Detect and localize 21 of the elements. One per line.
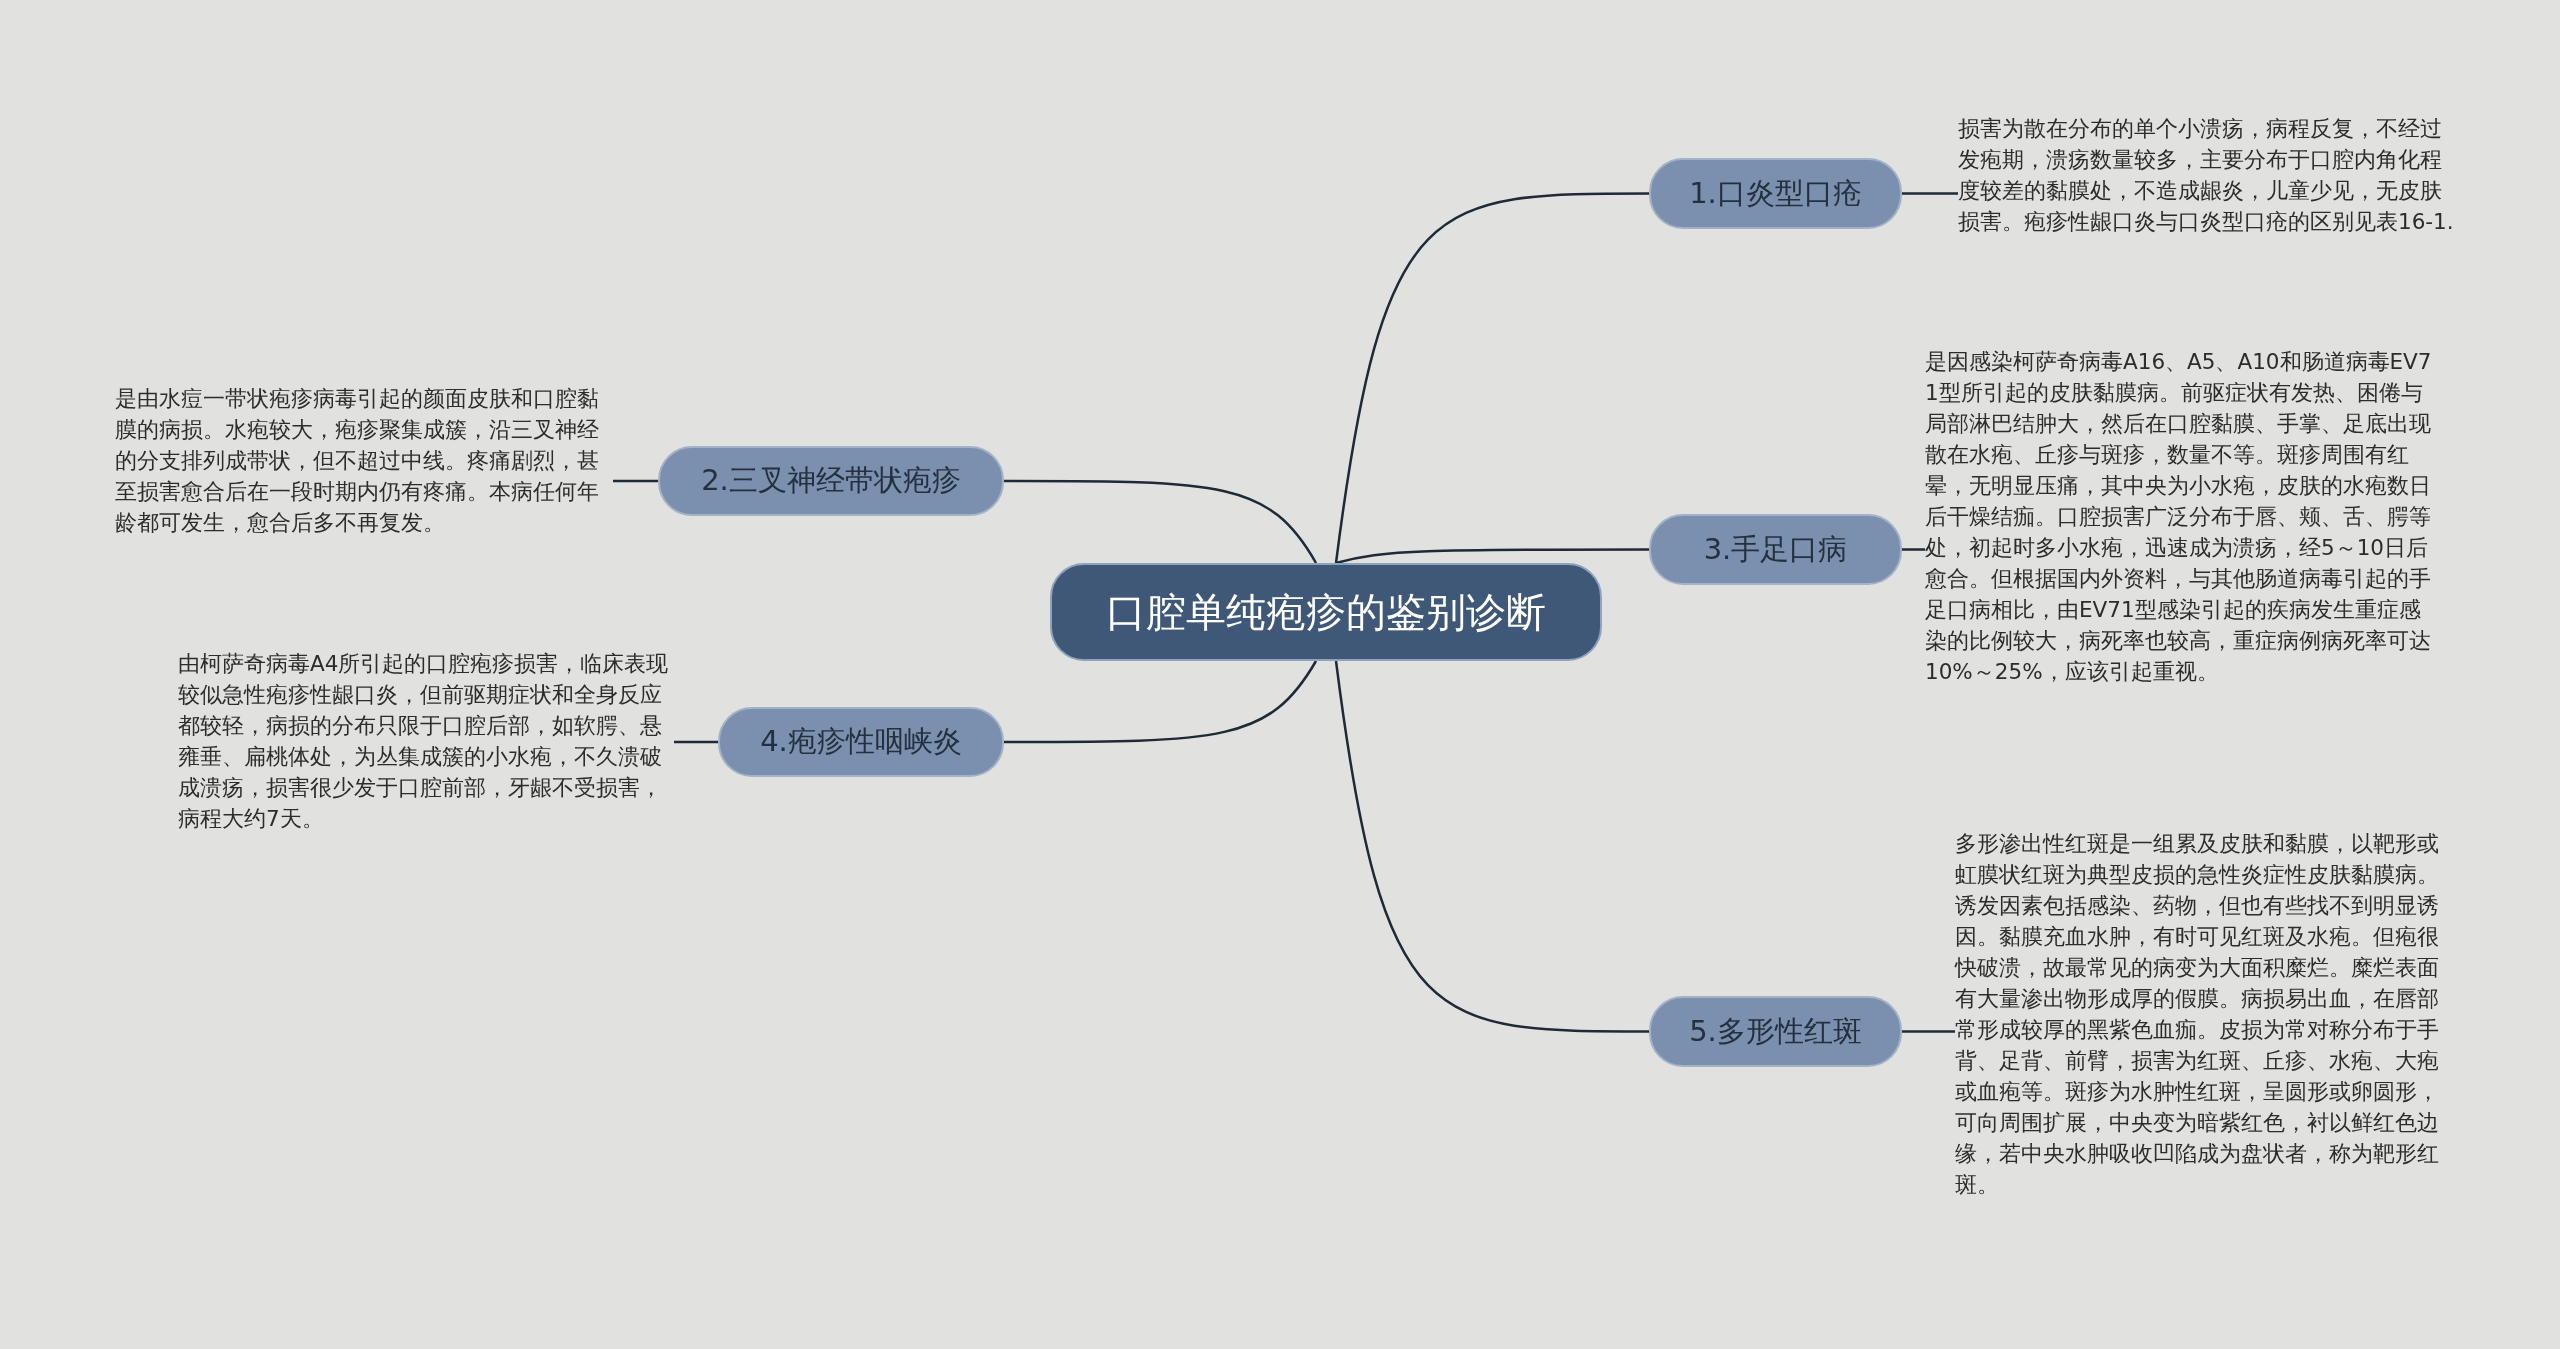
connector-line bbox=[1334, 192, 1649, 564]
connector-line bbox=[1335, 548, 1649, 565]
topic-node: 5.多形性红斑 bbox=[1649, 996, 1902, 1067]
connector-line bbox=[1004, 479, 1318, 564]
connector-line bbox=[613, 479, 658, 483]
description-text: 由柯萨奇病毒A4所引起的口腔疱疹损害，临床表现较似急性疱疹性龈口炎，但前驱期症状和全身反应都较轻，病损的分布只限于口腔后部，如软腭、悬雍垂、扁桃体处，为丛集成簇的小水疱，不久溃破成溃疡，损害很少发于口腔前部，牙龈不受损害，病程大约7天。 bbox=[178, 648, 674, 844]
connector-line bbox=[1004, 660, 1318, 744]
description-text: 多形渗出性红斑是一组累及皮肤和黏膜，以靶形或虹膜状红斑为典型皮损的急性炎症性皮肤黏膜病。诱发因素包括感染、药物，但也有些找不到明显诱因。黏膜充血水肿，有时可见红斑及水疱。但疱很快破溃，故最常见的病变为大面积糜烂。糜烂表面有大量渗出物形成厚的假膜。病损易出血，在唇部常形成较厚的黑紫色血痂。皮损为常对称分布于手背、足背、前臂，损害为红斑、丘疹、水疱、大疱或血疱等。斑疹为水肿性红斑，呈圆形或卵圆形，可向周围扩展，中央变为暗紫红色，衬以鲜红色边缘，若中央水肿吸收凹陷成为盘状者，称为靶形红斑。 bbox=[1955, 828, 2455, 1240]
topic-node: 4.疱疹性咽峡炎 bbox=[718, 707, 1004, 777]
topic-node: 2.三叉神经带状疱疹 bbox=[658, 446, 1004, 516]
topic-node: 3.手足口病 bbox=[1649, 514, 1902, 585]
connector-line bbox=[674, 740, 718, 744]
connector-line bbox=[1902, 192, 1958, 195]
connector-line bbox=[1902, 1030, 1955, 1033]
central-topic-node: 口腔单纯疱疹的鉴别诊断 bbox=[1050, 563, 1602, 661]
topic-node: 1.口炎型口疮 bbox=[1649, 158, 1902, 229]
description-text: 是因感染柯萨奇病毒A16、A5、A10和肠道病毒EV71型所引起的皮肤黏膜病。前驱症状有发热、困倦与局部淋巴结肿大，然后在口腔黏膜、手掌、足底出现散在水疱、丘疹与斑疹，数量不等。斑疹周围有红晕，无明显压痛，其中央为小水疱，皮肤的水疱数日后干燥结痂。口腔损害广泛分布于唇、颊、舌、腭等处，初起时多小水疱，迅速成为溃疡，经5～10日后愈合。但根据国内外资料，与其他肠道病毒引起的手足口病相比，由EV71型感染引起的疾病发生重症感染的比例较大，病死率也较高，重症病例病死率可达10%～25%，应该引起重视。 bbox=[1925, 346, 2435, 758]
description-text: 损害为散在分布的单个小溃疡，病程反复，不经过发疱期，溃疡数量较多，主要分布于口腔内角化程度较差的黏膜处，不造成龈炎，儿童少见，无皮肤损害。疱疹性龈口炎与口炎型口疮的区别见表16-1. bbox=[1958, 113, 2454, 273]
connector-line bbox=[1334, 660, 1649, 1033]
description-text: 是由水痘一带状疱疹病毒引起的颜面皮肤和口腔黏膜的病损。水疱较大，疱疹聚集成簇，沿三叉神经的分支排列成带状，但不超过中线。疼痛剧烈，甚至损害愈合后在一段时期内仍有疼痛。本病任何年龄都可发生，愈合后多不再复发。 bbox=[115, 383, 613, 578]
connector-line bbox=[1902, 548, 1925, 551]
